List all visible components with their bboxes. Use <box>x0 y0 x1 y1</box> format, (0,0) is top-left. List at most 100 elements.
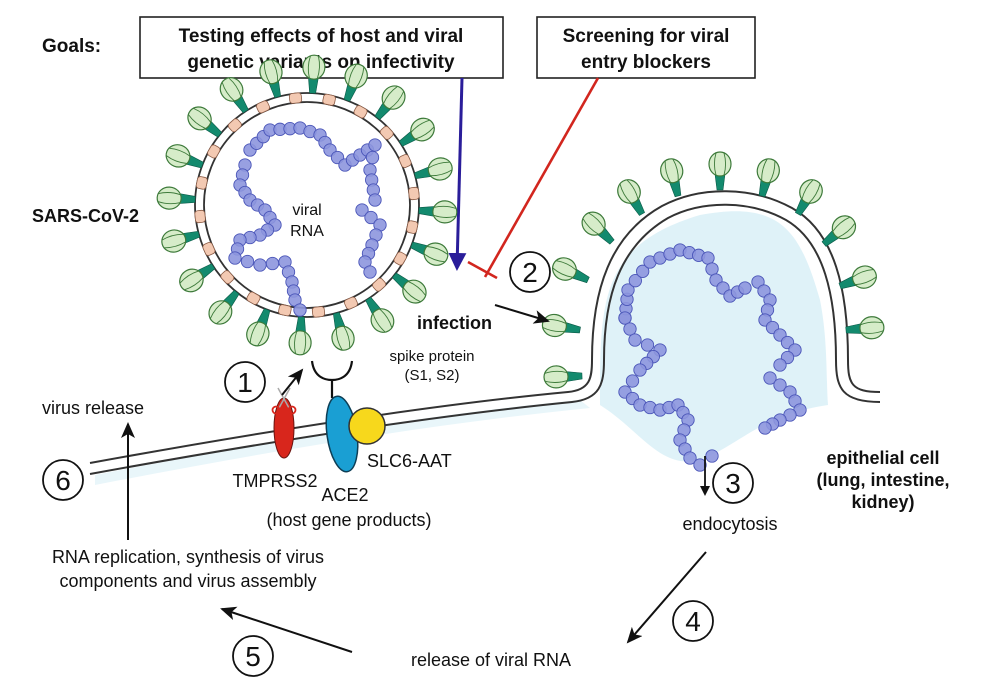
step-1-number: 1 <box>237 367 253 398</box>
step-1-marker: 1 <box>224 361 266 403</box>
rna-bead <box>623 322 637 336</box>
spike-protein-label-line1: spike protein <box>389 348 474 365</box>
spike-protein-icon <box>821 215 857 247</box>
envelope-protein-icon <box>344 296 358 310</box>
envelope-protein-icon <box>393 251 407 266</box>
spike-protein-icon <box>391 272 427 304</box>
spike-protein-icon <box>795 179 823 216</box>
epithelial-cell-label-line3: kidney) <box>851 492 914 512</box>
testing-effects-arrow <box>448 77 467 271</box>
ace2-label: ACE2 <box>321 485 368 505</box>
spike-protein-icon <box>259 59 283 99</box>
spike-protein-icon <box>410 241 449 266</box>
spike-protein-icon <box>413 157 453 181</box>
rna-bead <box>625 374 640 388</box>
infection-label: infection <box>417 313 492 333</box>
rna-bead <box>773 378 787 392</box>
step-4-number: 4 <box>685 606 701 637</box>
spike-protein-icon <box>660 158 684 198</box>
rna-bead <box>621 283 635 297</box>
replication-arrow <box>220 606 353 653</box>
slc6-aat-label: SLC6-AAT <box>367 451 452 471</box>
tmprss2-label: TMPRSS2 <box>232 471 317 491</box>
spike-protein-icon <box>845 316 885 340</box>
step-2-number: 2 <box>522 257 538 288</box>
spike-protein-icon <box>541 313 581 338</box>
step-5-marker: 5 <box>232 635 274 677</box>
replication-label-line2: components and virus assembly <box>59 571 316 591</box>
step-6-number: 6 <box>55 465 71 496</box>
envelope-protein-icon <box>194 209 206 224</box>
envelope-protein-icon <box>408 186 420 201</box>
envelope-protein-icon <box>278 304 292 317</box>
spike-protein-icon <box>398 117 435 147</box>
spike-protein-icon <box>552 257 590 284</box>
slc6-aat-transporter <box>348 407 386 445</box>
step-3-number: 3 <box>725 468 741 499</box>
spike-protein-icon <box>246 308 271 347</box>
rna-bead <box>368 138 382 152</box>
goals-label: Goals: <box>42 36 101 57</box>
spike-protein-icon <box>156 186 196 210</box>
rna-bead <box>628 274 642 288</box>
rna-bead <box>364 210 378 225</box>
step-5-number: 5 <box>245 641 261 672</box>
entry-blocker-inhibition-line <box>467 77 600 280</box>
rna-bead <box>368 193 382 207</box>
viral-rna-label-line1: viral <box>292 202 321 219</box>
rna-bead <box>763 371 777 385</box>
step-6-marker: 6 <box>42 459 84 501</box>
rna-bead <box>758 421 772 435</box>
rna-bead <box>738 281 752 295</box>
spike-protein-icon <box>331 311 355 351</box>
release-rna-arrow <box>626 551 707 644</box>
host-gene-products-label: (host gene products) <box>266 510 431 530</box>
step1-arrow <box>281 368 304 396</box>
epithelial-cell-label-line1: epithelial cell <box>826 448 939 468</box>
sars-cov-2-virion: viral RNA <box>156 54 458 356</box>
rna-bead <box>633 363 647 377</box>
envelope-protein-icon <box>372 277 387 292</box>
envelope-protein-icon <box>220 270 235 285</box>
envelope-protein-icon <box>246 291 261 305</box>
virion-membrane-proteins <box>194 92 420 318</box>
spike-protein-icon <box>288 316 312 356</box>
rna-bead <box>265 256 280 271</box>
spike-protein-icon <box>838 265 877 290</box>
virion-outer-envelope <box>194 92 420 318</box>
spike-protein-icon <box>374 85 406 121</box>
rna-bead <box>293 303 307 317</box>
rna-bead <box>355 203 369 217</box>
spike-protein-icon <box>343 63 368 102</box>
rna-bead <box>253 258 267 272</box>
step-2-marker: 2 <box>509 251 551 293</box>
goal-box-blockers-line2: entry blockers <box>581 52 711 73</box>
envelope-protein-icon <box>353 105 368 119</box>
step-3-marker: 3 <box>712 462 754 504</box>
cell-bud-viral-rna <box>618 243 807 472</box>
rna-bead <box>705 262 719 276</box>
spike-protein-icon <box>219 77 249 114</box>
virus-name-label: SARS-CoV-2 <box>32 206 139 226</box>
spike-protein-icon <box>756 158 780 198</box>
replication-label-line1: RNA replication, synthesis of virus <box>52 547 324 567</box>
envelope-protein-icon <box>202 242 216 256</box>
endocytosis-label: endocytosis <box>682 514 777 534</box>
rna-bead <box>618 311 632 325</box>
envelope-protein-icon <box>311 306 326 318</box>
goal-box-entry-blockers: Screening for viral entry blockers <box>536 16 756 79</box>
infection-arrow <box>494 304 550 324</box>
spike-protein-icon <box>617 179 645 216</box>
rna-bead <box>228 251 242 265</box>
envelope-protein-icon <box>256 100 270 114</box>
spike-protein-label-line2: (S1, S2) <box>404 367 459 384</box>
scissors-icon <box>271 387 297 415</box>
rna-bead <box>628 333 642 347</box>
goal-box-blockers-line1: Screening for viral <box>563 26 730 47</box>
spike-protein-icon <box>708 151 732 191</box>
rna-bead <box>365 150 380 165</box>
spike-protein-icon <box>179 263 216 293</box>
virion-spike-proteins <box>156 54 458 356</box>
spike-protein-icon <box>302 54 326 94</box>
